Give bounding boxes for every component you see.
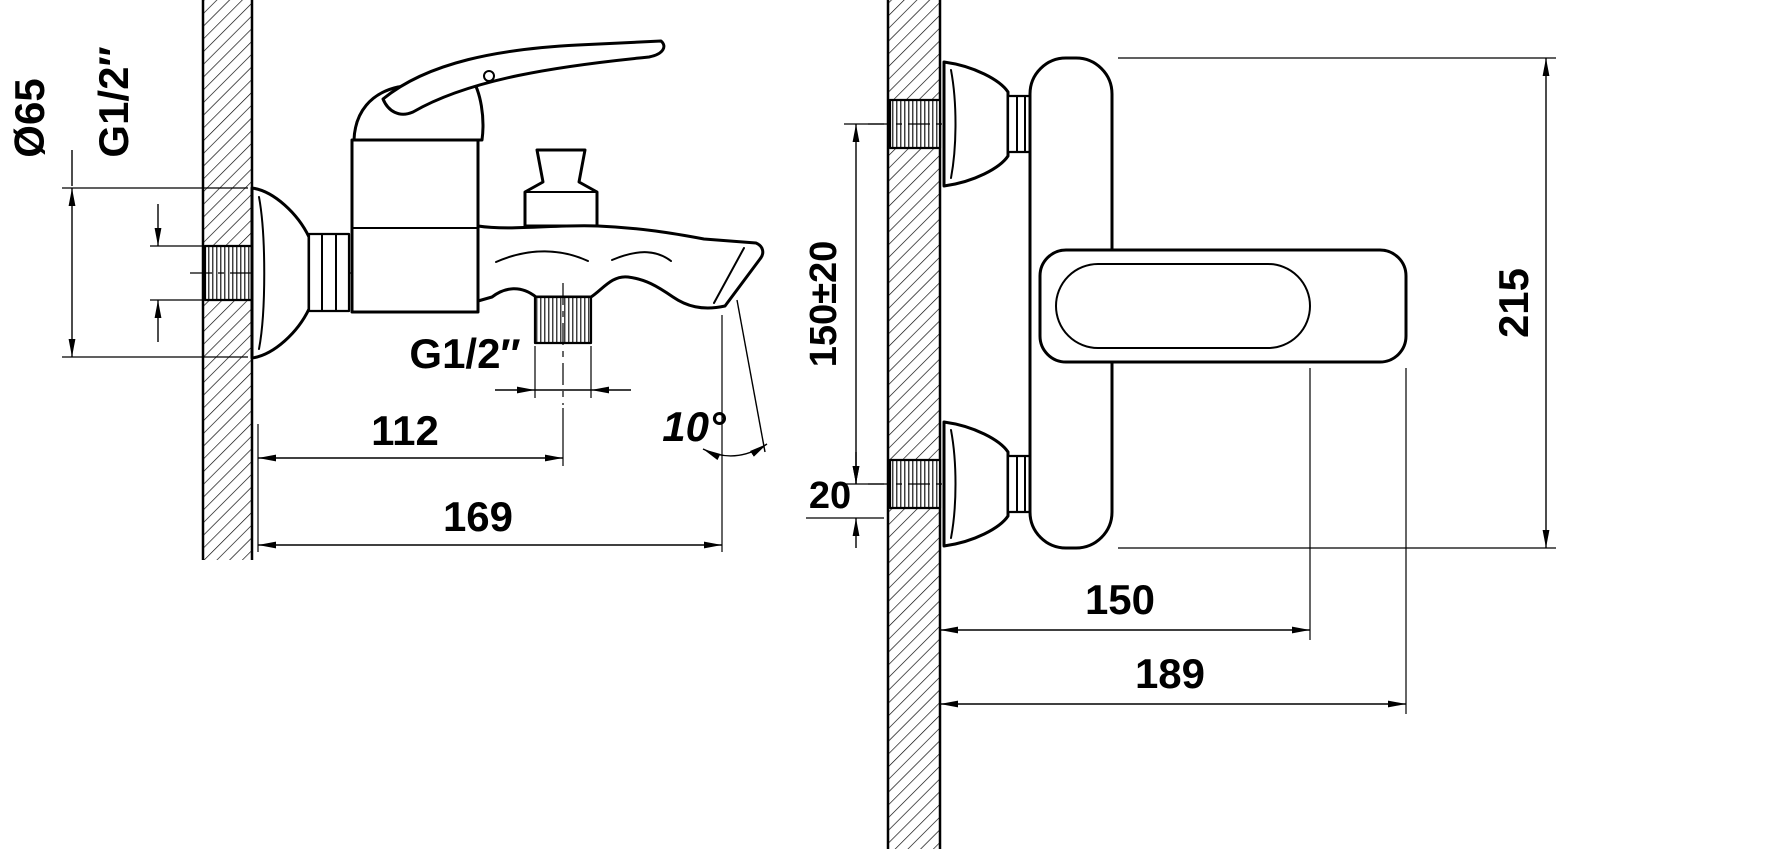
top-escutcheon-face-curve (950, 69, 957, 179)
lever-handle-side (381, 39, 666, 116)
bottom-inlet-front (868, 420, 1036, 548)
angle-reference-line (736, 299, 766, 453)
dim-outlet-offset: 112 (257, 407, 564, 552)
dim-label-handle-center: 150 (1085, 576, 1155, 623)
dim-label-spout-reach: 169 (443, 493, 513, 540)
dim-label-outlet-thread: G1/2″ (409, 330, 520, 377)
escutcheon-side (250, 186, 351, 360)
dim-ext-lines (257, 408, 564, 552)
dim-label-outlet-offset: 112 (371, 407, 439, 454)
dim-outlet-thread: G1/2″ (409, 330, 631, 398)
body-detail-curves (351, 227, 672, 263)
dim-spacing-tolerance: 20 (806, 452, 884, 548)
faucet-body-side (350, 39, 765, 405)
dim-overall-width: 189 (940, 368, 1407, 714)
dim-inlet-thread: G1/2″ (90, 46, 203, 342)
dim-label-inlet-spacing: 150±20 (803, 241, 845, 368)
dim-label-inlet-thread: G1/2″ (90, 46, 137, 157)
dim-label-spout-angle: 10° (662, 403, 727, 450)
spout-tip-line (713, 247, 745, 304)
angle-arc (702, 443, 768, 461)
dim-label-overall-width: 189 (1135, 650, 1205, 697)
front-view: 150±20 20 215 150 189 (803, 0, 1556, 849)
bottom-escutcheon (942, 420, 1010, 548)
dim-label-flange-diameter: Ø65 (6, 78, 53, 157)
nut-facets-side (321, 233, 337, 312)
top-inlet-front (868, 60, 1036, 188)
dim-ext-lines (844, 123, 884, 485)
handle-screw-icon (483, 70, 495, 82)
dim-label-body-height: 215 (1490, 268, 1537, 338)
dim-label-spacing-tolerance: 20 (809, 475, 851, 517)
top-nut-facets (1016, 95, 1026, 153)
dim-ext-lines (62, 187, 248, 358)
dim-flange-diameter: Ø65 (6, 78, 248, 358)
bottom-nut-facets (1016, 455, 1026, 513)
connector-nut-side (307, 232, 351, 313)
side-view: Ø65 G1/2″ G1/2″ 112 169 (6, 0, 768, 560)
dim-spout-reach: 169 (258, 315, 723, 552)
spout-body-side (476, 224, 765, 310)
diverter-knob-side (523, 148, 599, 228)
lever-inner-outline (1055, 263, 1311, 349)
bottom-escutcheon-face-curve (950, 429, 957, 539)
faucet-body-front (1028, 56, 1408, 550)
dim-spout-angle: 10° (662, 299, 768, 461)
escutcheon-face-curve-side (258, 196, 266, 350)
lever-handle-front (1038, 248, 1408, 364)
dim-ext-lines (1118, 57, 1556, 549)
dim-inlet-spacing: 150±20 (803, 123, 884, 485)
mixer-body-side (350, 138, 480, 314)
dim-body-height: 215 (1118, 57, 1556, 549)
dim-handle-center: 150 (940, 368, 1311, 640)
top-escutcheon (942, 60, 1010, 188)
